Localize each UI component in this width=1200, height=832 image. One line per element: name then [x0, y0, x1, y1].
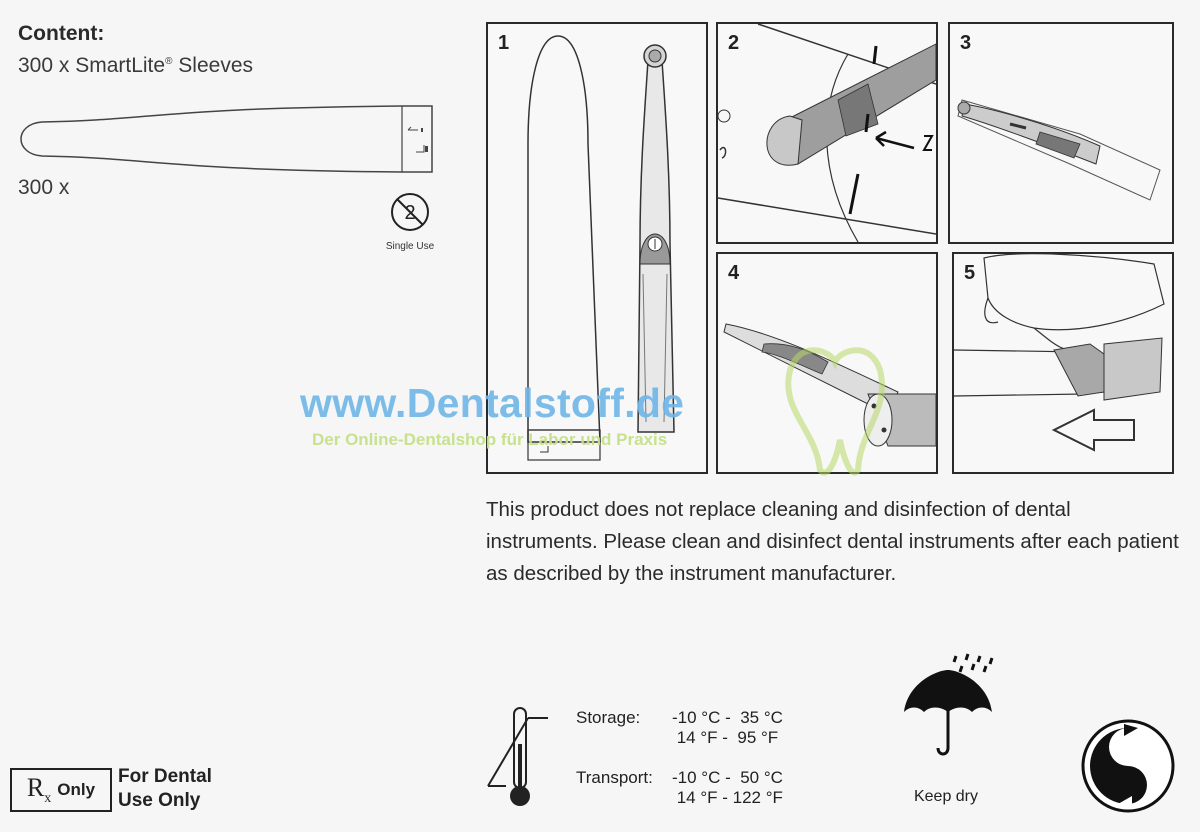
watermark-subtitle: Der Online-Dentalshop für Labor und Prax…	[312, 430, 668, 449]
storage-celsius: -10 °C - 35 °C	[672, 708, 783, 727]
registered-mark: ®	[165, 56, 173, 67]
rx-only-label: Only	[57, 780, 96, 799]
storage-fahrenheit: 14 °F - 95 °F	[672, 728, 779, 747]
product-name: 300 x SmartLite	[18, 54, 166, 77]
step-number: 3	[960, 32, 972, 54]
step-number: 4	[728, 262, 740, 284]
step-panel-3: 3	[948, 22, 1174, 244]
storage-conditions: Storage: -10 °C - 35 °C 14 °F - 95 °F Tra…	[576, 708, 783, 808]
storage-label: Storage:	[576, 708, 641, 727]
no-reuse-number: 2	[404, 202, 415, 224]
sleeve-insertion-illustration	[723, 323, 936, 447]
keep-dry-label: Keep dry	[913, 788, 979, 805]
step-panel-2: 2	[716, 22, 938, 244]
covered-light-illustration	[957, 99, 1161, 201]
sleeve-count: 300 x	[18, 176, 70, 199]
transport-label: Transport:	[576, 768, 653, 787]
temperature-limit-icon	[487, 707, 548, 806]
sleeve-outline-illustration	[20, 105, 433, 173]
dental-use-line-2: Use Only	[118, 790, 201, 811]
notice-text: This product does not replace cleaning a…	[486, 498, 1179, 585]
step-number: 1	[498, 32, 510, 54]
product-suffix: Sleeves	[172, 54, 253, 77]
step-number: 5	[964, 262, 976, 284]
transport-celsius: -10 °C - 50 °C	[672, 768, 783, 787]
no-reuse-icon: 2	[391, 193, 429, 231]
rx-symbol: Rx	[26, 772, 52, 807]
single-use-label: Single Use	[385, 241, 435, 252]
rx-only-badge: Rx Only	[10, 768, 112, 812]
step-panel-1: 1	[486, 22, 708, 474]
step-panel-5: 5	[952, 252, 1174, 474]
tooth-watermark-icon	[785, 347, 885, 476]
keep-dry-umbrella-icon	[904, 653, 994, 756]
transport-fahrenheit: 14 °F - 122 °F	[672, 788, 783, 807]
step-number: 2	[728, 32, 740, 54]
dental-use-notice: For Dental Use Only	[118, 765, 212, 813]
step-panel-4: 4	[716, 252, 938, 474]
sleeve-and-light-illustration	[527, 35, 675, 461]
sleeve-removal-illustration	[954, 254, 1165, 452]
single-use-symbol: 2 Single Use	[378, 190, 442, 252]
content-description: 300 x SmartLite® Sleeves	[18, 54, 253, 78]
dental-use-line-1: For Dental	[118, 766, 212, 787]
watermark-url: www.Dentalstoff.de	[300, 380, 685, 426]
content-title: Content:	[18, 22, 105, 45]
sleeve-tip-illustration	[718, 24, 936, 242]
recycling-symbol-icon	[1081, 719, 1175, 813]
